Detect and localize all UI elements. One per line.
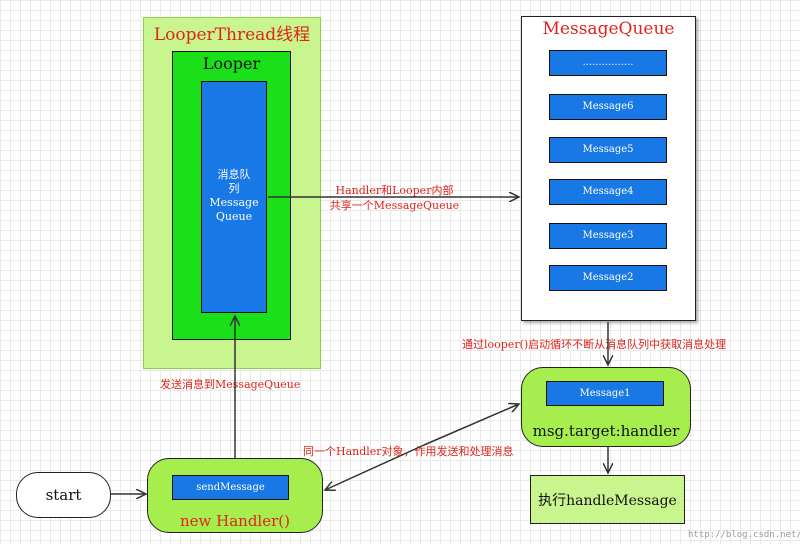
watermark: http://blog.csdn.net/: [688, 530, 800, 540]
send-message-box: sendMessage: [172, 475, 289, 500]
queue-item-message2: Message2: [549, 265, 667, 291]
arrow-to-handler-process: [423, 404, 519, 446]
shared-queue-label-line1: Handler和Looper内部: [335, 184, 454, 197]
looper-title: Looper: [202, 54, 261, 73]
message1-item: Message1: [546, 381, 664, 406]
handler-label: msg.target:handler: [532, 422, 680, 440]
new-handler-label: new Handler(): [180, 512, 290, 530]
inner-queue-line2: 列: [228, 182, 240, 195]
queue-item-message5: Message5: [549, 137, 667, 163]
handle-message-node: [530, 475, 685, 524]
inner-queue-line1: 消息队: [217, 168, 251, 181]
queue-item-message3: Message3: [549, 223, 667, 249]
send-to-queue-label: 发送消息到MessageQueue: [160, 378, 301, 391]
inner-message-queue-label: 消息队 列 Message Queue: [201, 168, 267, 224]
queue-item-message6: Message6: [549, 94, 667, 120]
loop-label: 通过looper()启动循环不断从消息队列中获取消息处理: [462, 338, 727, 351]
handle-message-label: 执行handleMessage: [538, 493, 677, 509]
queue-item-message4: Message4: [549, 179, 667, 205]
shared-queue-label-line2: 共享一个MessageQueue: [329, 199, 460, 212]
looper-thread-title: LooperThread线程: [153, 25, 311, 45]
handler-process-node: [521, 367, 691, 447]
inner-queue-line4: Queue: [215, 210, 253, 223]
inner-message-queue: [201, 81, 267, 313]
arrow-to-new-handler: [325, 444, 425, 490]
queue-item-ellipsis: ................: [549, 50, 667, 76]
message-queue-title: MessageQueue: [542, 19, 675, 39]
start-node: [16, 472, 111, 518]
shared-queue-label: Handler和Looper内部 共享一个MessageQueue: [322, 183, 467, 213]
inner-queue-line3: Message: [209, 196, 259, 209]
start-label: start: [45, 486, 82, 504]
